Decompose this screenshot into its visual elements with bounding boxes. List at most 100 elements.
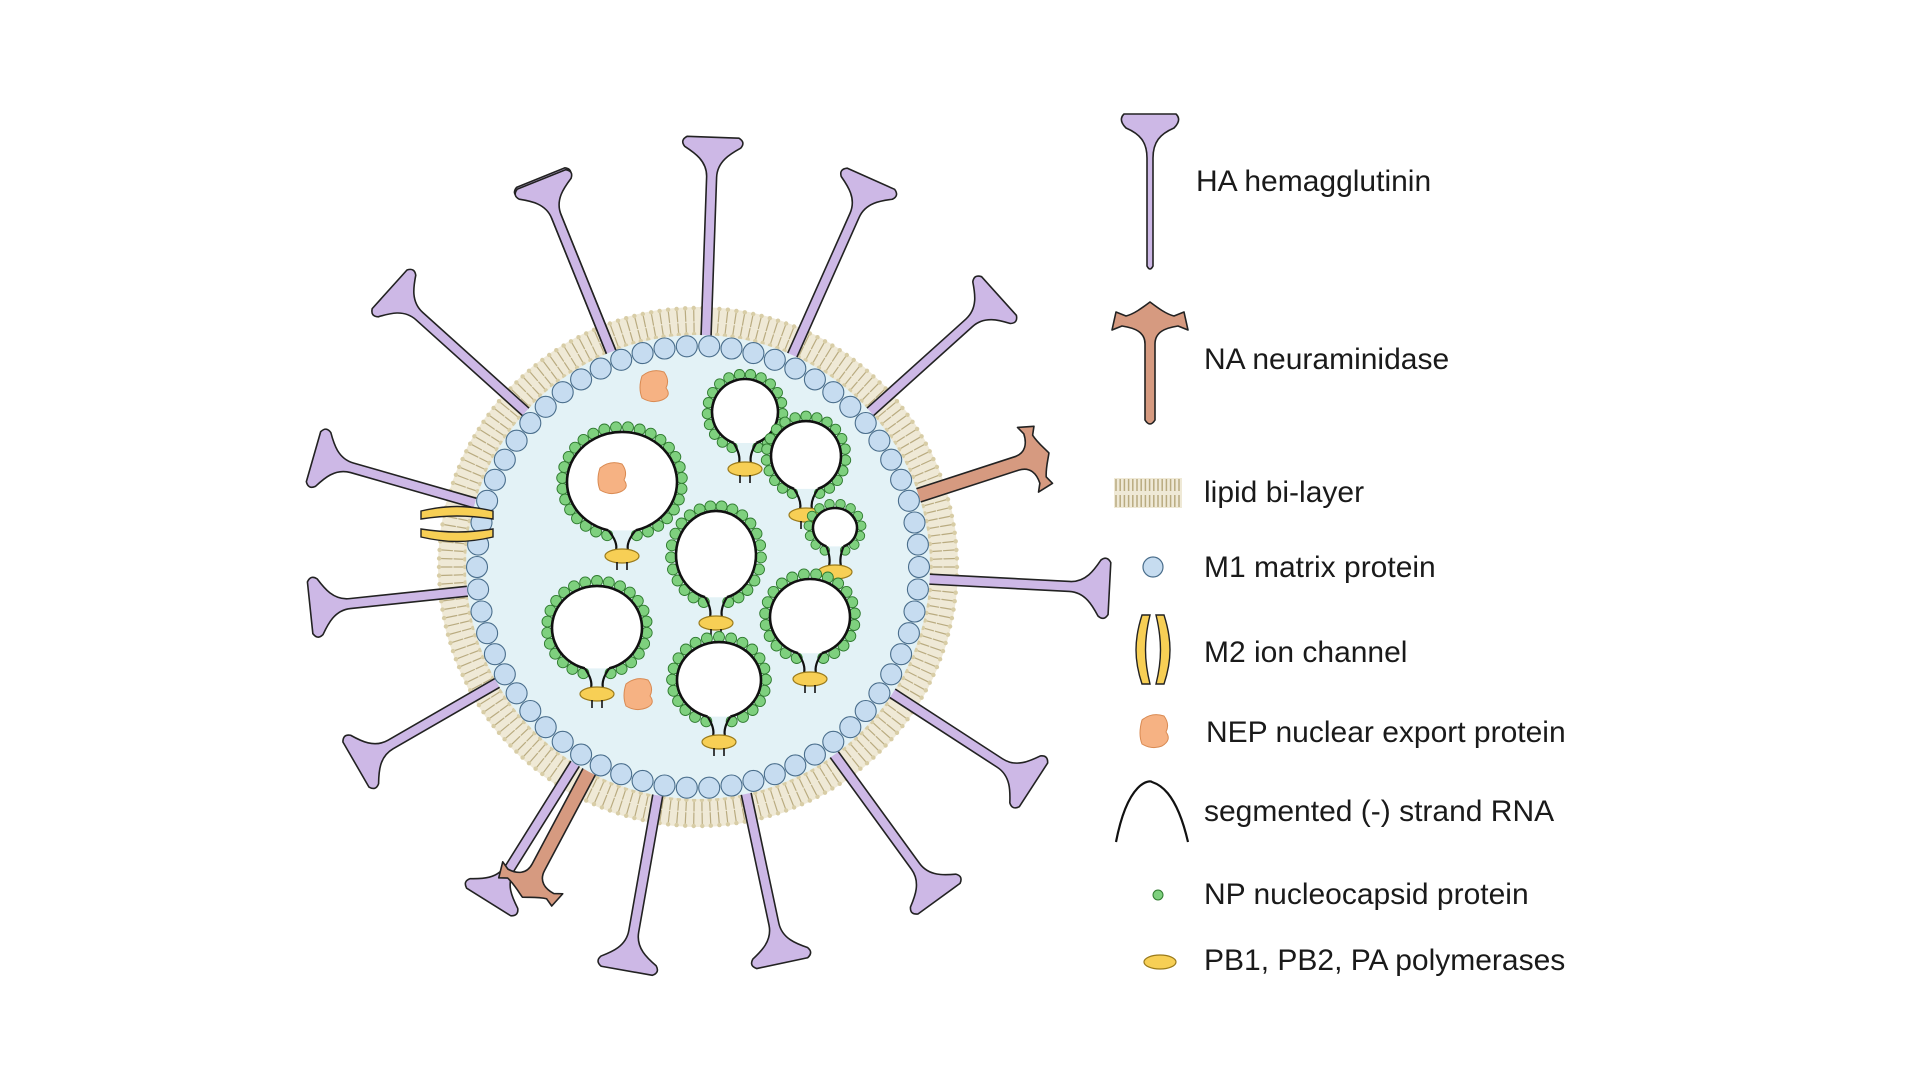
lipid-head	[742, 310, 747, 315]
lipid-head	[949, 513, 955, 519]
lipid-head	[952, 530, 957, 535]
lipid-head	[953, 539, 958, 544]
m1-protein	[803, 743, 826, 766]
lipid-head	[923, 441, 928, 446]
lipid-head	[937, 472, 943, 477]
lipid-head	[951, 522, 956, 527]
ha-spike	[782, 167, 898, 369]
ha-spike	[916, 557, 1112, 620]
ha-spike	[371, 268, 539, 425]
lipid-tail	[810, 337, 818, 350]
lipid-tail	[741, 312, 746, 326]
lipid-tail	[637, 329, 642, 341]
lipid-tail	[788, 326, 795, 340]
m1-protein	[505, 682, 528, 705]
lipid-tail	[676, 811, 679, 825]
lipid-head	[674, 306, 679, 312]
lipid-tail	[925, 620, 937, 624]
lipid-head	[514, 749, 519, 754]
lipid-tail	[606, 783, 612, 795]
lipid-tail	[913, 656, 924, 662]
lipid-head	[440, 522, 445, 527]
lipid-tail	[458, 518, 470, 522]
lipid-tail	[499, 723, 510, 733]
lipid-tail	[844, 376, 852, 386]
lipid-head	[441, 615, 447, 621]
lipid-tail	[526, 392, 535, 401]
lipid-tail	[470, 683, 483, 691]
ha-spike-shape	[857, 275, 1018, 425]
lipid-head	[607, 808, 613, 813]
legend-label-m1: M1 matrix protein	[1204, 551, 1436, 584]
rnp-segment	[665, 500, 767, 637]
m1-protein	[742, 342, 765, 365]
m1-protein	[698, 776, 721, 799]
ha-spike	[822, 741, 962, 915]
lipid-head	[937, 657, 943, 662]
legend-label-m2: M2 ion channel	[1204, 636, 1408, 669]
lipid-head	[526, 368, 532, 373]
legend-label-rna: segmented (-) strand RNA	[1204, 795, 1555, 828]
lipid-head	[436, 573, 442, 578]
lipid-tail	[927, 653, 940, 660]
lipid-tail	[825, 362, 833, 372]
lipid-tail	[926, 612, 938, 616]
lipid-head	[775, 811, 781, 816]
lipid-head	[837, 348, 842, 353]
lipid-tail	[592, 346, 598, 357]
lipid-tail	[459, 466, 472, 473]
rna-strand-end	[720, 596, 728, 618]
lipid-tail	[629, 332, 634, 343]
lipid-head	[591, 327, 597, 332]
lipid-tail	[557, 757, 565, 768]
lipid-tail	[459, 620, 471, 624]
lipid-head	[914, 426, 920, 432]
m1-protein	[483, 468, 506, 491]
lipid-tail	[757, 316, 762, 330]
lipid-head	[440, 607, 445, 612]
lipid-tail	[500, 703, 510, 712]
lipid-tail	[464, 634, 475, 640]
lipid-head	[864, 368, 870, 373]
ha-spike-shape	[782, 167, 898, 369]
legend-label-nep: NEP nuclear export protein	[1206, 716, 1566, 749]
ha-spike-shape	[342, 671, 511, 790]
lipid-tail	[522, 376, 533, 387]
lipid-tail	[585, 788, 593, 801]
lipid-tail	[739, 796, 743, 808]
lipid-head	[443, 624, 449, 629]
lipid-tail	[781, 323, 787, 337]
lipid-tail	[872, 721, 881, 730]
lipid-tail	[614, 337, 620, 348]
lipid-tail	[453, 482, 466, 488]
polymerase-complex	[792, 671, 828, 687]
lipid-tail	[550, 753, 558, 763]
lipid-head	[468, 441, 473, 446]
lipid-head	[520, 374, 525, 379]
lipid-tail	[917, 676, 930, 683]
ha-spike	[597, 781, 666, 977]
lipid-head	[934, 464, 940, 470]
rnp-segment	[556, 421, 688, 570]
lipid-head	[734, 308, 739, 314]
lipid-tail	[776, 337, 782, 348]
lipid-tail	[798, 777, 804, 788]
lipid-head	[649, 310, 654, 315]
rna-strand-end	[723, 716, 732, 737]
lipid-tail	[456, 474, 469, 481]
lipid-tail	[532, 386, 541, 396]
lipid-tail	[642, 314, 647, 328]
lipid-tail	[440, 549, 454, 552]
polymerase-complex	[698, 615, 734, 631]
lipid-tail	[844, 748, 852, 758]
m1-protein	[653, 774, 676, 797]
lipid-head	[767, 316, 772, 321]
lipid-tail	[913, 472, 924, 478]
lipid-tail	[483, 704, 495, 713]
lipid-tail	[732, 797, 735, 809]
lipid-head	[767, 813, 772, 818]
lipid-tail	[925, 510, 937, 514]
lipid-tail	[920, 458, 934, 466]
m1-protein	[534, 716, 557, 739]
m1-protein	[493, 663, 516, 686]
